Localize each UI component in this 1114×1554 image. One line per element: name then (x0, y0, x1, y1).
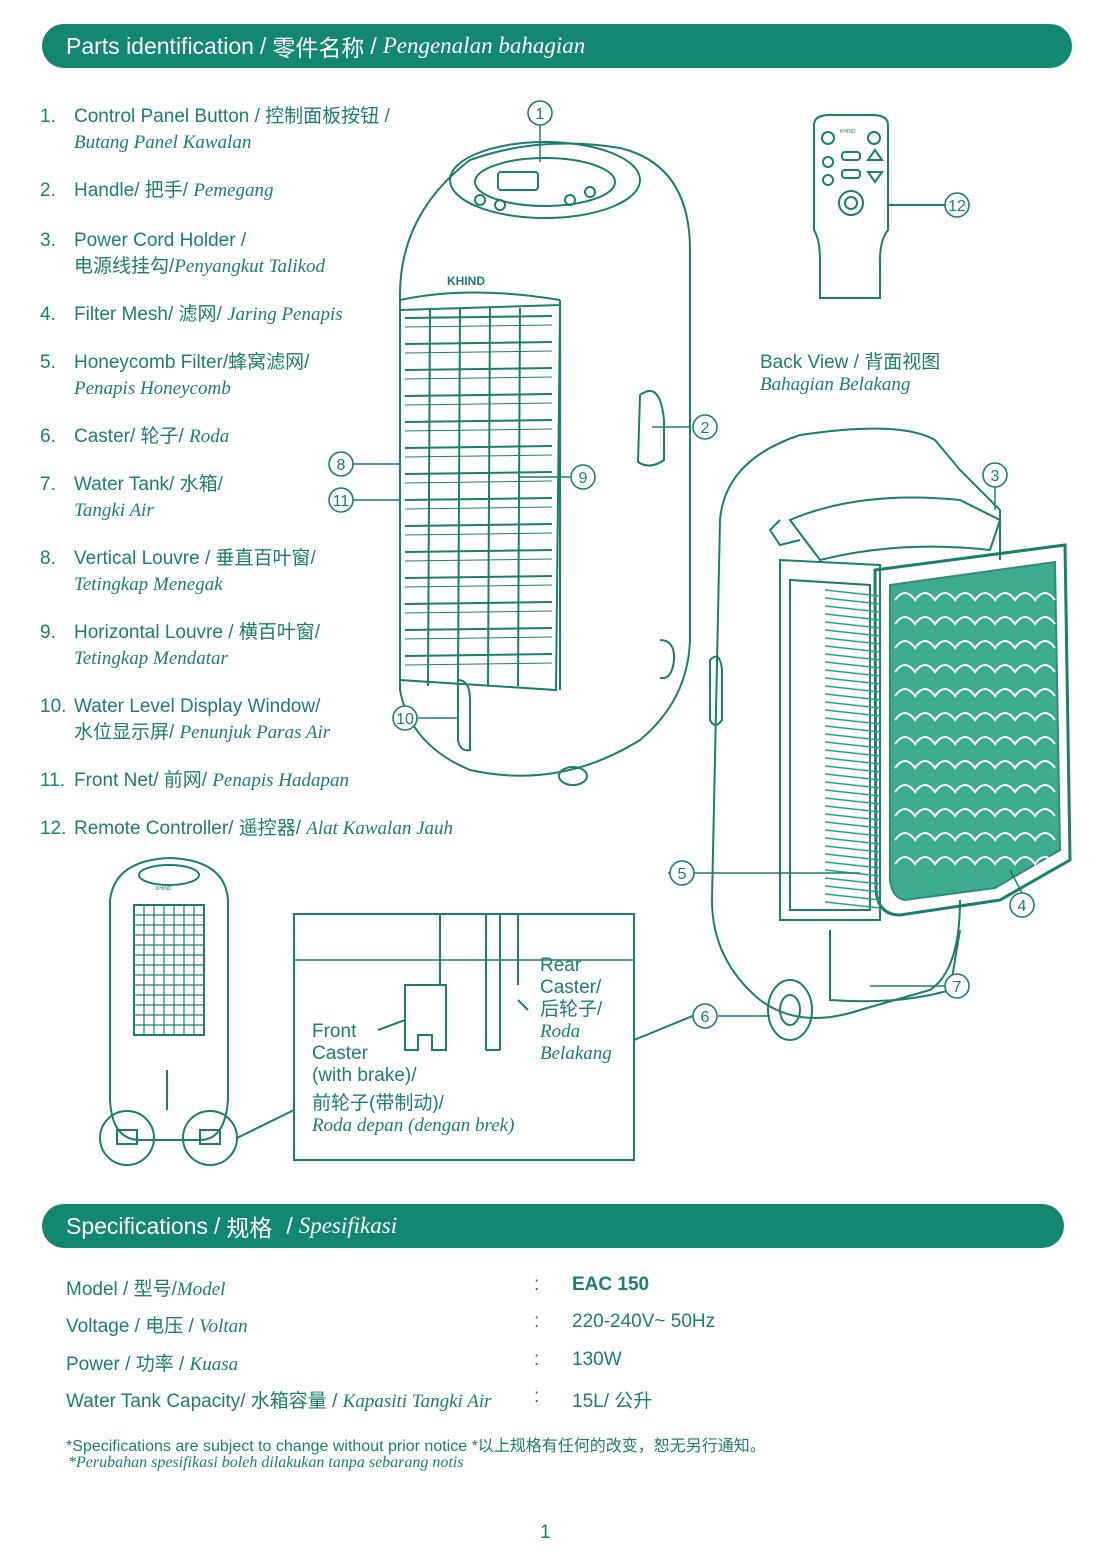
callout-12: 12 (945, 193, 969, 217)
callout-2: 2 (693, 415, 717, 439)
spec-row-voltage: Voltage / 电压 / Voltan : 220-240V~ 50Hz (66, 1311, 886, 1339)
spec-note-ms: *Perubahan spesifikasi boleh dilakukan t… (68, 1454, 464, 1472)
svg-text:2: 2 (701, 420, 710, 437)
small-brand: KHIND (156, 886, 172, 892)
spec-model-value: EAC 150 (572, 1274, 649, 1296)
svg-text:8: 8 (337, 457, 346, 474)
honeycomb-filter-drawing (825, 590, 880, 908)
callout-10: 10 (393, 706, 417, 730)
spec-voltage-value: 220-240V~ 50Hz (572, 1311, 715, 1333)
filter-mesh-drawing (875, 545, 1070, 915)
back-view-label-ms: Bahagian Belakang (760, 374, 910, 396)
rear-caster-label: Rear Caster/ 后轮子/ Roda Belakang (540, 955, 612, 1065)
svg-text:7: 7 (953, 979, 962, 996)
remote-brand: KHIND (840, 129, 856, 135)
svg-text:5: 5 (678, 866, 687, 883)
callout-4: 4 (1010, 893, 1034, 917)
small-front-view-drawing (100, 858, 237, 1165)
svg-text:10: 10 (396, 711, 414, 728)
callout-5: 5 (670, 861, 694, 885)
specs-title-ms: Spesifikasi (299, 1213, 397, 1239)
specifications-banner: Specifications / 规格 / Spesifikasi (42, 1204, 1064, 1248)
svg-text:6: 6 (701, 1009, 710, 1026)
spec-power-value: 130W (572, 1349, 622, 1371)
svg-text:11: 11 (333, 493, 350, 510)
svg-text:12: 12 (948, 198, 966, 215)
svg-text:9: 9 (579, 470, 588, 487)
svg-text:3: 3 (991, 468, 1000, 485)
svg-text:1: 1 (536, 106, 545, 123)
spec-row-model: Model / 型号/Model : EAC 150 (66, 1274, 886, 1302)
louvre-grid (400, 305, 560, 690)
spec-note-en: *Specifications are subject to change wi… (66, 1432, 766, 1456)
spec-row-power: Power / 功率 / Kuasa : 130W (66, 1349, 886, 1377)
callout-8: 8 (329, 452, 353, 476)
callout-3: 3 (983, 463, 1007, 487)
callout-7: 7 (945, 974, 969, 998)
callout-9: 9 (571, 465, 595, 489)
spec-row-capacity: Water Tank Capacity/ 水箱容量 / Kapasiti Tan… (66, 1386, 886, 1414)
spec-capacity-value: 15L/ 公升 (572, 1386, 652, 1413)
specs-title-en: Specifications (66, 1213, 208, 1240)
callout-1: 1 (528, 101, 552, 125)
callout-11: 11 (329, 488, 353, 512)
back-view-label: Back View / 背面视图 (760, 352, 940, 374)
page-number: 1 (540, 1522, 551, 1544)
svg-text:4: 4 (1018, 898, 1027, 915)
callout-6: 6 (693, 1004, 717, 1028)
front-caster-label: Front Caster (with brake)/ 前轮子(带制动)/ Rod… (312, 1021, 514, 1137)
specs-title-zh: 规格 (226, 1209, 272, 1243)
brand-logo: KHIND (447, 274, 485, 288)
remote-controller-drawing (814, 115, 945, 298)
